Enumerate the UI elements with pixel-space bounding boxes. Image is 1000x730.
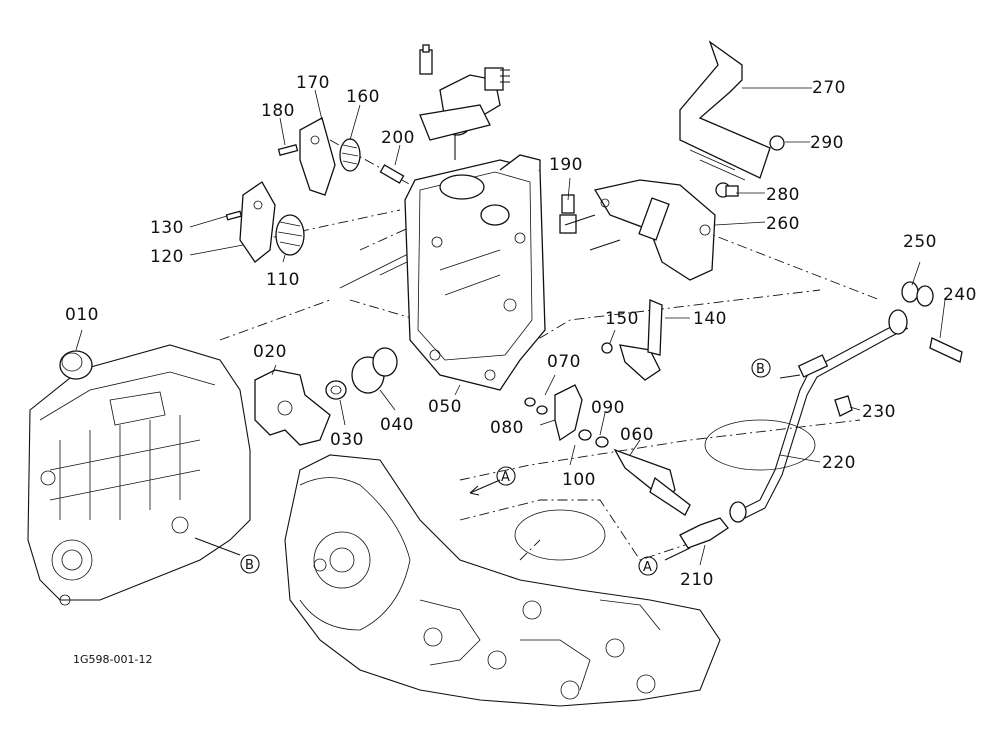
reference-markers: A A B B	[240, 358, 771, 576]
callout-200: 200	[381, 128, 415, 148]
callout-020: 020	[253, 342, 287, 362]
front-parts	[59, 347, 398, 446]
part-callouts: 270 290 280 260 140 150 190 200 160 170 …	[65, 73, 977, 590]
ref-marker-b-1: B	[756, 362, 765, 377]
ref-marker-b-2: B	[245, 558, 254, 573]
callout-210: 210	[680, 570, 714, 590]
callout-270: 270	[812, 78, 846, 98]
ref-marker-a-1: A	[501, 470, 510, 485]
spring-lever-cluster	[225, 117, 621, 263]
callout-080: 080	[490, 418, 524, 438]
callout-120: 120	[150, 247, 184, 267]
callout-280: 280	[766, 185, 800, 205]
callout-040: 040	[380, 415, 414, 435]
callout-leaders	[75, 87, 946, 566]
callout-220: 220	[822, 453, 856, 473]
callout-090: 090	[591, 398, 625, 418]
callout-130: 130	[150, 218, 184, 238]
callout-290: 290	[810, 133, 844, 153]
callout-250: 250	[903, 232, 937, 252]
ref-marker-a-2: A	[643, 560, 652, 575]
callout-260: 260	[766, 214, 800, 234]
callout-030: 030	[330, 430, 364, 450]
callout-010: 010	[65, 305, 99, 325]
callout-070: 070	[547, 352, 581, 372]
lever-bracket-260-270	[593, 40, 785, 281]
callout-110: 110	[266, 270, 300, 290]
shaft-lever-parts	[524, 299, 691, 516]
engine-block-drawing	[27, 344, 721, 707]
rod-fittings	[679, 281, 963, 549]
callout-150: 150	[605, 309, 639, 329]
governor-case-050	[404, 44, 546, 391]
callout-140: 140	[693, 309, 727, 329]
callout-170: 170	[296, 73, 330, 93]
callout-060: 060	[620, 425, 654, 445]
callout-230: 230	[862, 402, 896, 422]
callout-160: 160	[346, 87, 380, 107]
drawing-code: 1G598-001-12	[73, 653, 152, 666]
callout-100: 100	[562, 470, 596, 490]
callout-240: 240	[943, 285, 977, 305]
callout-050: 050	[428, 397, 462, 417]
callout-190: 190	[549, 155, 583, 175]
reference-arrows	[194, 374, 801, 561]
callout-180: 180	[261, 101, 295, 121]
